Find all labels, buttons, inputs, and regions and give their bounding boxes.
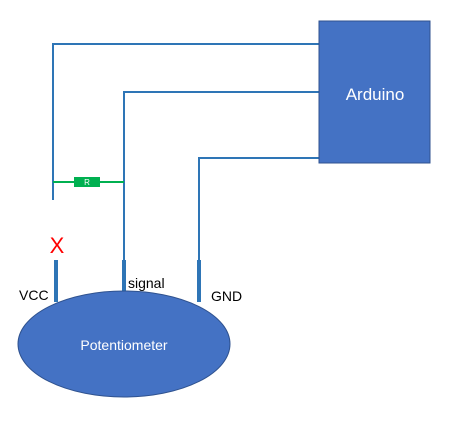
potentiometer-block: Potentiometer (17, 290, 231, 398)
resistor-body (74, 177, 100, 187)
potentiometer-ellipse (17, 290, 231, 398)
gnd-wire (198, 157, 319, 262)
gnd-label: GND (211, 288, 242, 304)
signal-label: signal (128, 275, 165, 291)
potentiometer-label: Potentiometer (80, 337, 167, 353)
arduino-box (318, 20, 431, 164)
broken-connection-marker: X (50, 233, 65, 258)
vcc-label: VCC (19, 287, 49, 303)
arduino-label: Arduino (346, 85, 405, 104)
arduino-block: Arduino (318, 20, 431, 164)
resistor: R (74, 177, 100, 187)
vcc-wire (52, 43, 319, 200)
signal-wire (123, 91, 319, 260)
resistor-label: R (84, 178, 90, 187)
